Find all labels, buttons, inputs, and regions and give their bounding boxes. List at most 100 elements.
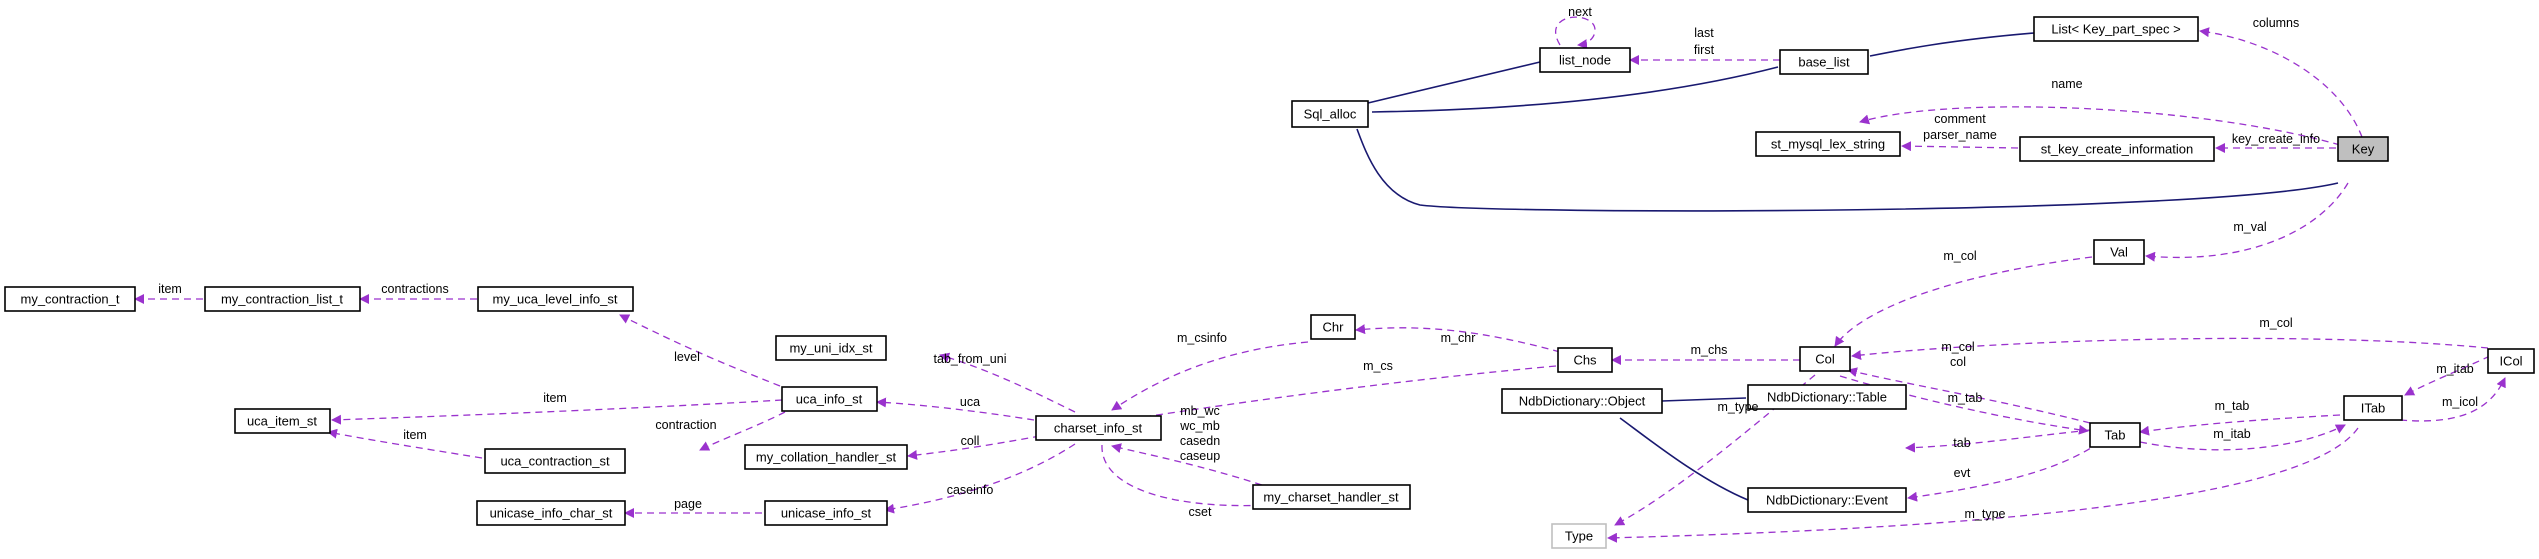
label-m-type: m_type bbox=[1965, 507, 2006, 521]
label-m-chs: m_chs bbox=[1691, 343, 1728, 357]
node-ndb-dictionary-table[interactable]: NdbDictionary::Table bbox=[1747, 384, 1907, 410]
svg-text:Sql_alloc: Sql_alloc bbox=[1304, 107, 1357, 122]
label-contraction: contraction bbox=[655, 418, 716, 432]
svg-text:list_node: list_node bbox=[1559, 53, 1611, 68]
svg-text:Val: Val bbox=[2110, 245, 2128, 260]
edge-charset-info-to-charset-handler bbox=[1101, 444, 1286, 510]
node-col[interactable]: Col bbox=[1799, 346, 1851, 372]
node-unicase-info-char-st[interactable]: unicase_info_char_st bbox=[476, 500, 626, 526]
edge-ndb-event-to-ndb-object bbox=[1619, 417, 1749, 501]
node-my-contraction-t[interactable]: my_contraction_t bbox=[4, 286, 136, 312]
svg-text:unicase_info_st: unicase_info_st bbox=[781, 506, 872, 521]
label-tab: tab bbox=[1953, 436, 1970, 450]
label-columns: columns bbox=[2253, 16, 2300, 30]
label-m-col: m_col bbox=[1941, 340, 1974, 354]
edge-chs-to-charset-info bbox=[1111, 365, 1557, 426]
label-m-icol: m_icol bbox=[2442, 395, 2478, 409]
svg-text:List< Key_part_spec >: List< Key_part_spec > bbox=[2051, 22, 2180, 37]
svg-text:ICol: ICol bbox=[2499, 354, 2522, 369]
svg-text:my_collation_handler_st: my_collation_handler_st bbox=[756, 450, 897, 465]
label-item: item bbox=[158, 282, 182, 296]
svg-text:NdbDictionary::Event: NdbDictionary::Event bbox=[1766, 493, 1888, 508]
edge-uca-info-to-uca-level-info bbox=[619, 314, 781, 387]
label-m-val: m_val bbox=[2233, 220, 2266, 234]
label-m-tab: m_tab bbox=[1948, 391, 1983, 405]
node-my-contraction-list-t[interactable]: my_contraction_list_t bbox=[204, 286, 361, 312]
edge-uca-info-to-uca-contraction bbox=[699, 411, 786, 451]
node-icol[interactable]: ICol bbox=[2487, 348, 2535, 374]
edge-list-key-part-spec-to-base-list bbox=[1869, 32, 2035, 57]
node-my-uni-idx-st[interactable]: my_uni_idx_st bbox=[775, 335, 887, 361]
node-list-key-part-spec[interactable]: List< Key_part_spec > bbox=[2033, 16, 2199, 42]
label-page: page bbox=[674, 497, 702, 511]
label-m-col: m_col bbox=[2259, 316, 2292, 330]
svg-text:Chr: Chr bbox=[1323, 320, 1345, 335]
edge-charset-info-to-unicase-info bbox=[884, 443, 1076, 514]
svg-text:uca_info_st: uca_info_st bbox=[796, 392, 863, 407]
node-sql-alloc[interactable]: Sql_alloc bbox=[1291, 100, 1369, 128]
label-next: next bbox=[1568, 5, 1592, 19]
node-st-key-create-information[interactable]: st_key_create_information bbox=[2019, 136, 2215, 162]
edge-tab-to-col bbox=[1847, 367, 2091, 424]
label-key-create-info: key_create_info bbox=[2232, 132, 2320, 146]
edge-ndb-table-to-ndb-object bbox=[1661, 397, 1747, 402]
label-item: item bbox=[543, 391, 567, 405]
node-base-list[interactable]: base_list bbox=[1779, 49, 1869, 75]
label-coll: coll bbox=[961, 434, 980, 448]
label-evt: evt bbox=[1954, 466, 1971, 480]
node-chr[interactable]: Chr bbox=[1310, 314, 1356, 340]
label-caseup: caseup bbox=[1180, 449, 1220, 463]
svg-text:uca_contraction_st: uca_contraction_st bbox=[500, 454, 610, 469]
label-m-col: m_col bbox=[1943, 249, 1976, 263]
node-my-collation-handler-st[interactable]: my_collation_handler_st bbox=[744, 444, 908, 470]
edge-labels: item contractions level item contraction… bbox=[158, 5, 2478, 521]
edge-base-list-to-sql-alloc bbox=[1371, 66, 1779, 113]
svg-text:NdbDictionary::Table: NdbDictionary::Table bbox=[1767, 390, 1887, 405]
edge-key-to-list-key-part-spec bbox=[2199, 27, 2363, 138]
node-my-uca-level-info-st[interactable]: my_uca_level_info_st bbox=[477, 286, 634, 312]
node-list-node[interactable]: list_node bbox=[1539, 47, 1631, 73]
edge-charset-info-to-uca-info bbox=[876, 397, 1035, 421]
edge-tab-to-ndb-event bbox=[1907, 441, 2101, 502]
label-caseinfo: caseinfo bbox=[947, 483, 994, 497]
svg-text:my_contraction_t: my_contraction_t bbox=[21, 292, 120, 307]
svg-text:charset_info_st: charset_info_st bbox=[1054, 421, 1143, 436]
edge-list-node-to-sql-alloc bbox=[1367, 61, 1541, 104]
svg-text:st_key_create_information: st_key_create_information bbox=[2041, 142, 2193, 157]
node-itab[interactable]: ITab bbox=[2343, 395, 2403, 421]
edge-itab-to-tab bbox=[2139, 414, 2341, 436]
node-st-mysql-lex-string[interactable]: st_mysql_lex_string bbox=[1755, 131, 1901, 157]
node-tab[interactable]: Tab bbox=[2089, 422, 2141, 448]
edge-itab-to-type bbox=[1607, 427, 2359, 543]
svg-text:ITab: ITab bbox=[2361, 401, 2386, 416]
node-ndb-dictionary-event[interactable]: NdbDictionary::Event bbox=[1747, 487, 1907, 513]
node-my-charset-handler-st[interactable]: my_charset_handler_st bbox=[1252, 484, 1411, 510]
node-unicase-info-st[interactable]: unicase_info_st bbox=[764, 500, 888, 526]
nodes: my_contraction_t my_contraction_list_t m… bbox=[4, 16, 2535, 549]
node-ndb-dictionary-object[interactable]: NdbDictionary::Object bbox=[1501, 388, 1663, 414]
label-first: first bbox=[1694, 43, 1715, 57]
edge-tab-to-itab bbox=[2139, 424, 2346, 451]
label-contractions: contractions bbox=[381, 282, 448, 296]
edge-charset-info-to-uni-idx bbox=[939, 352, 1076, 413]
label-comment: comment bbox=[1934, 112, 1986, 126]
label-m-type: m_type bbox=[1718, 400, 1759, 414]
node-uca-info-st[interactable]: uca_info_st bbox=[781, 386, 878, 412]
node-key[interactable]: Key bbox=[2337, 136, 2389, 162]
node-val[interactable]: Val bbox=[2093, 239, 2145, 265]
edge-tab-to-ndb-table bbox=[1905, 429, 2091, 453]
label-m-chr: m_chr bbox=[1441, 331, 1476, 345]
node-chs[interactable]: Chs bbox=[1557, 347, 1613, 373]
node-charset-info-st[interactable]: charset_info_st bbox=[1035, 415, 1162, 441]
edge-icol-to-col bbox=[1851, 337, 2489, 361]
edge-itab-to-icol bbox=[2399, 377, 2506, 422]
svg-text:Tab: Tab bbox=[2105, 428, 2126, 443]
svg-text:st_mysql_lex_string: st_mysql_lex_string bbox=[1771, 137, 1885, 152]
node-uca-item-st[interactable]: uca_item_st bbox=[234, 408, 331, 434]
svg-text:my_contraction_list_t: my_contraction_list_t bbox=[221, 292, 343, 307]
node-type[interactable]: Type bbox=[1551, 523, 1607, 549]
svg-text:Col: Col bbox=[1815, 352, 1835, 367]
label-uca: uca bbox=[960, 395, 980, 409]
svg-text:Chs: Chs bbox=[1573, 353, 1597, 368]
node-uca-contraction-st[interactable]: uca_contraction_st bbox=[484, 448, 626, 474]
